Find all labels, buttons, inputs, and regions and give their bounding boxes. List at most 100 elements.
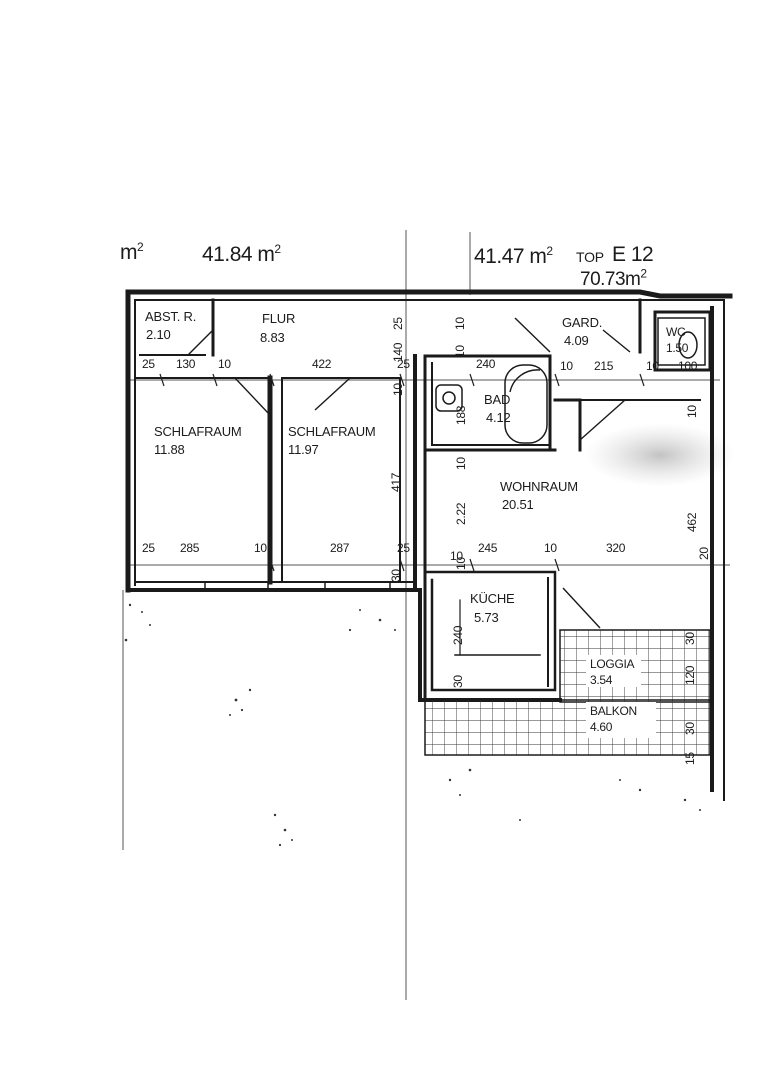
dim-upper-10: 100 xyxy=(678,359,698,373)
dim-upper-3: 10 xyxy=(218,357,231,371)
wall-inner-line xyxy=(134,299,725,801)
room-garderobe-name: GARD. xyxy=(562,315,603,330)
room-loggia-name: LOGGIA xyxy=(590,657,635,671)
room-schlafraum2-name: SCHLAFRAUM xyxy=(288,424,376,439)
unit-c-area-text: 70.73m xyxy=(580,269,641,290)
dim-vert-6: 417 xyxy=(389,472,403,492)
unit-c-prefix: TOP xyxy=(576,249,604,265)
dim-vert-16: 30 xyxy=(683,632,697,645)
dim-upper-1: 25 xyxy=(142,357,155,371)
dimension-ticks xyxy=(159,373,645,572)
dim-lower-4: 287 xyxy=(330,541,350,555)
scan-smudge xyxy=(585,423,735,487)
dim-vert-10: 30 xyxy=(389,569,403,582)
dim-lower-3: 10 xyxy=(254,541,267,555)
room-bad-area: 4.12 xyxy=(486,410,511,425)
door-bedroom1 xyxy=(234,377,271,416)
balkon-label-bg xyxy=(586,702,656,738)
door-living xyxy=(579,399,626,441)
door-bath xyxy=(509,369,541,393)
tiled-outdoor-area xyxy=(424,629,711,756)
dim-vert-3: 10 xyxy=(391,383,405,396)
unit-b-area: 41.47 m2 xyxy=(474,244,553,268)
room-abstellraum-name: ABST. R. xyxy=(145,309,197,324)
room-balkon-area: 4.60 xyxy=(590,720,613,734)
dim-upper-4: 422 xyxy=(312,357,332,371)
unit-c-area: 70.73m2 xyxy=(580,266,647,290)
dim-vert-19: 15 xyxy=(683,752,697,765)
dim-upper-9: 10 xyxy=(646,359,659,373)
dim-lower-8: 10 xyxy=(544,541,557,555)
dim-vert-20: 10 xyxy=(685,405,699,418)
top-left-area-exponent: 2 xyxy=(137,240,144,254)
wall-top xyxy=(125,289,733,299)
dim-vert-18: 30 xyxy=(683,722,697,735)
bath-fixtures xyxy=(435,331,698,444)
unit-b-area-text: 41.47 m xyxy=(474,245,547,268)
room-wohnraum-area: 20.51 xyxy=(502,497,534,512)
top-left-area-text: m xyxy=(120,241,138,264)
dim-lower-7: 245 xyxy=(478,541,498,555)
dim-vert-4: 10 xyxy=(453,317,467,330)
wall-kitchen xyxy=(423,570,557,692)
room-schlafraum1-name: SCHLAFRAUM xyxy=(154,424,242,439)
dim-upper-5: 25 xyxy=(397,357,410,371)
unit-c-area-exponent: 2 xyxy=(640,266,647,281)
dim-lower-6: 10 xyxy=(450,549,463,563)
dim-vert-17: 120 xyxy=(683,665,697,685)
dim-lower-1: 25 xyxy=(142,541,155,555)
dim-upper-2: 130 xyxy=(176,357,196,371)
unit-a-area: 41.84 m2 xyxy=(202,242,281,266)
room-loggia-area: 3.54 xyxy=(590,673,613,687)
dim-lower-5: 25 xyxy=(397,541,410,555)
room-wc-name: WC xyxy=(666,325,686,339)
dim-vert-2: 140 xyxy=(391,342,405,362)
ground-speckle xyxy=(124,603,701,847)
door-wc xyxy=(602,329,631,353)
dim-upper-7: 10 xyxy=(560,359,573,373)
wall-kitchen-bottom xyxy=(418,588,562,702)
door-loggia xyxy=(562,587,601,629)
wall-wc xyxy=(653,310,712,372)
room-balkon-name: BALKON xyxy=(590,704,637,718)
dim-vert-9: 2.22 xyxy=(454,502,468,525)
dim-upper-6: 240 xyxy=(476,357,496,371)
door-garderobe xyxy=(514,317,551,353)
top-left-area-fragment: m2 xyxy=(120,240,144,264)
dim-vert-1: 25 xyxy=(391,317,405,330)
room-abstellraum-area: 2.10 xyxy=(146,327,171,342)
door-bedroom2 xyxy=(314,377,351,411)
room-kueche-name: KÜCHE xyxy=(470,591,515,606)
room-kueche-area: 5.73 xyxy=(474,610,499,625)
dim-vert-12: 240 xyxy=(451,625,465,645)
unit-a-area-text: 41.84 m xyxy=(202,243,275,266)
door-abstellraum xyxy=(187,329,214,356)
dim-vert-15: 20 xyxy=(697,547,711,560)
dim-vert-14: 462 xyxy=(685,512,699,532)
dim-vert-13: 30 xyxy=(451,675,465,688)
wall-bath-top xyxy=(423,354,552,450)
dim-vert-11: 10 xyxy=(454,557,468,570)
room-flur-name: FLUR xyxy=(262,311,296,326)
door-swings xyxy=(187,317,631,629)
dim-lower-2: 285 xyxy=(180,541,200,555)
unit-b-area-exponent: 2 xyxy=(546,244,553,258)
room-schlafraum1-area: 11.88 xyxy=(154,442,185,457)
room-wohnraum-name: WOHNRAUM xyxy=(500,479,578,494)
dim-vert-5: 10 xyxy=(453,345,467,358)
walls xyxy=(125,289,733,801)
room-flur-area: 8.83 xyxy=(260,330,285,345)
dim-vert-7: 188 xyxy=(454,405,468,425)
dim-vert-8: 10 xyxy=(454,457,468,470)
dim-upper-8: 215 xyxy=(594,359,614,373)
room-bad-name: BAD xyxy=(484,392,511,407)
room-wc-area: 1.50 xyxy=(666,341,689,355)
dim-lower-9: 320 xyxy=(606,541,626,555)
unit-a-area-exponent: 2 xyxy=(274,242,281,256)
room-schlafraum2-area: 11.97 xyxy=(288,442,319,457)
windows-bedrooms xyxy=(204,581,391,591)
washbasin xyxy=(435,384,463,412)
bathtub xyxy=(504,364,548,444)
toilet xyxy=(678,331,698,359)
